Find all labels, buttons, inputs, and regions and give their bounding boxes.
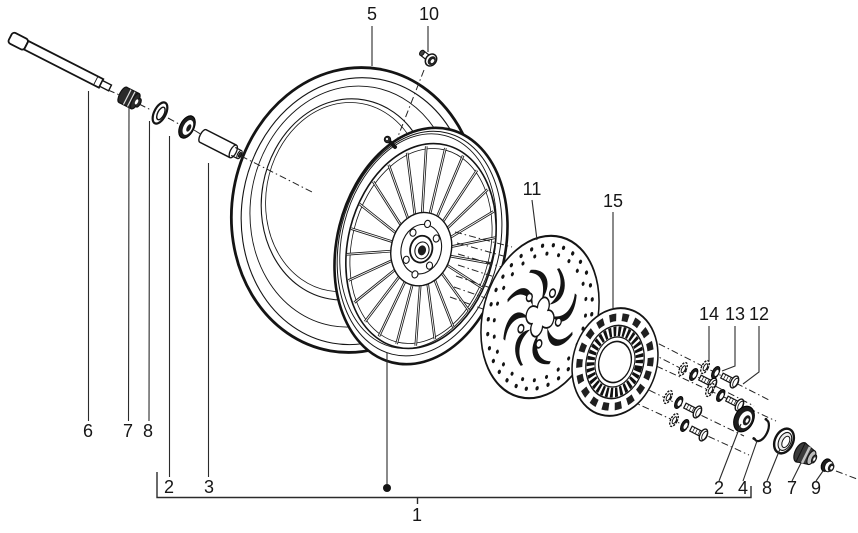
disc-bolt-set [663, 389, 703, 419]
callout-13: 13 [725, 304, 745, 324]
circlip [752, 417, 770, 443]
wheel-rim [333, 126, 509, 366]
callout-2-left: 2 [164, 477, 174, 497]
callout-7-left: 7 [123, 421, 133, 441]
spacer-sleeve [198, 128, 243, 160]
disc-bolt-set [669, 412, 709, 442]
bearing-left [178, 115, 196, 139]
disc-bolt-set [700, 359, 740, 389]
axis-line-left [107, 89, 313, 193]
screw [419, 49, 438, 67]
disc-blades [503, 268, 577, 366]
valve-stem [383, 135, 397, 149]
seal-washer-left [151, 101, 169, 125]
bearing-right [733, 405, 755, 433]
seal-washer-right [772, 427, 796, 455]
callout-12: 12 [749, 304, 769, 324]
callout-15: 15 [603, 191, 623, 211]
reference-dot [383, 484, 391, 492]
callout-5: 5 [367, 4, 377, 24]
alignment-lines [449, 231, 518, 322]
callout-4: 4 [738, 478, 748, 498]
leader-lines [87, 26, 824, 482]
bushing-right [793, 442, 818, 466]
bushing-left [117, 86, 142, 110]
screw-axis-line [396, 69, 425, 140]
callout-3: 3 [204, 477, 214, 497]
bracket-line [156, 472, 752, 504]
callout-7-right: 7 [787, 478, 797, 498]
callout-2-right: 2 [714, 478, 724, 498]
axis-line-right-end [835, 470, 858, 480]
callout-14: 14 [699, 304, 719, 324]
callout-1: 1 [412, 505, 422, 525]
tone-ring [571, 307, 659, 417]
end-nut [820, 458, 835, 473]
callout-10: 10 [419, 4, 439, 24]
disc-center-hole [525, 296, 555, 338]
callout-9: 9 [811, 478, 821, 498]
callout-11: 11 [523, 179, 542, 199]
callout-8-right: 8 [762, 478, 772, 498]
axle-shaft [7, 31, 113, 92]
callout-6: 6 [83, 421, 93, 441]
callout-8-left: 8 [143, 421, 153, 441]
spokes-highlight [346, 146, 496, 346]
